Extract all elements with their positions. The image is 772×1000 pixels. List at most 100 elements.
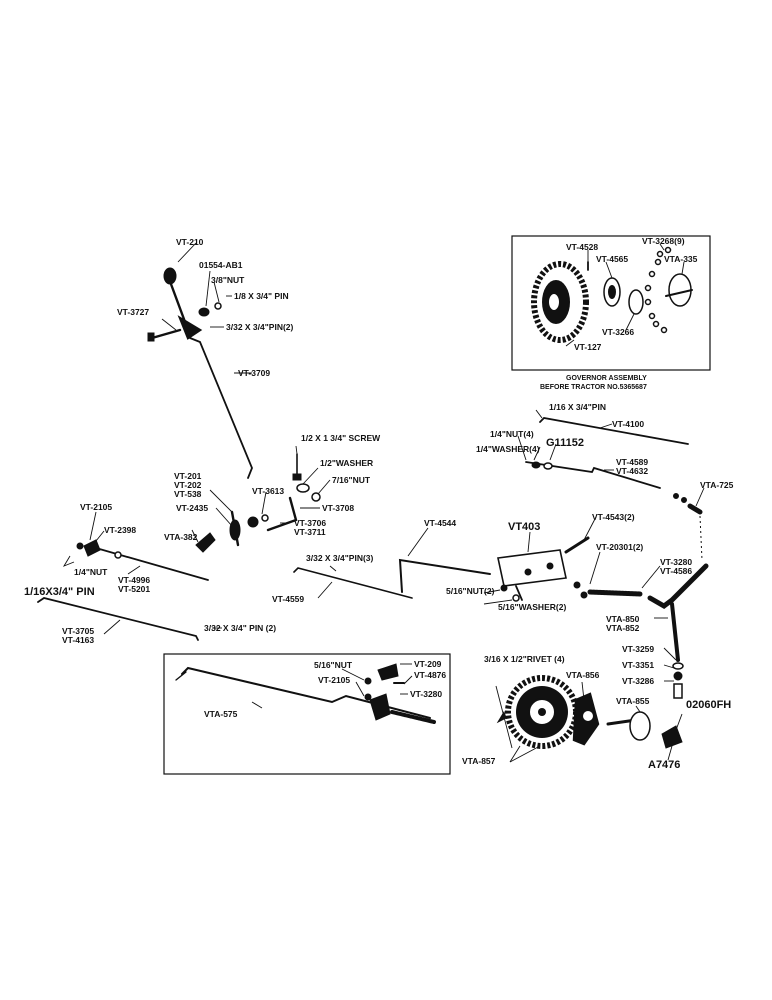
label-vt3351: VT-3351: [622, 660, 654, 670]
label-rivet: 3/16 X 1/2"RIVET (4): [484, 654, 565, 664]
label-gov-vt4528: VT-4528: [566, 242, 598, 252]
label-pin18: 1/8 X 3/4" PIN: [234, 291, 289, 301]
gov-balls: [644, 246, 672, 334]
label-vta852: VTA-852: [606, 623, 640, 633]
label-a7476: A7476: [648, 759, 680, 771]
label-vt2105a: VT-2105: [80, 502, 112, 512]
bolt-head: [147, 332, 155, 342]
weight-hole: [583, 711, 593, 721]
pin-vt2105-inset: [364, 693, 372, 701]
label-inset-vt3280: VT-3280: [410, 689, 442, 699]
dot-a: [673, 493, 679, 499]
gov-cup-shaft: [665, 289, 693, 297]
nut-5-16: [500, 584, 508, 592]
label-vt3280a: VT-3280: [660, 557, 692, 567]
dot-b: [681, 497, 687, 503]
spring-vt3280-inset: [390, 710, 436, 724]
governor-gear-group: [495, 675, 683, 763]
label-gov-caption1: GOVERNOR ASSEMBLY: [566, 375, 647, 382]
rod-vt3709: [189, 337, 253, 479]
spring-01554: [198, 307, 210, 317]
washer-half: [296, 483, 310, 493]
washer-vt3259: [672, 662, 684, 670]
label-vt3286: VT-3286: [622, 676, 654, 686]
plate-vt403-group: [483, 516, 661, 605]
label-vt4544: VT-4544: [424, 518, 456, 528]
label-vt3711: VT-3711: [294, 527, 326, 537]
nut-vt20301-b: [580, 591, 588, 599]
spring-vt3280: [587, 589, 643, 597]
label-pin332b: 3/32 X 3/4" PIN (2): [204, 623, 276, 633]
gov-star-vt3266: [628, 289, 644, 315]
label-nut38a: 3/8"NUT: [211, 275, 245, 285]
bushing-vt3351: [673, 671, 683, 681]
nut-vt20301-a: [573, 581, 581, 589]
bracket-vt209: [377, 663, 399, 681]
washer-vt3613: [261, 514, 269, 522]
label-vta855: VTA-855: [616, 696, 650, 706]
plate-stud: [515, 585, 523, 601]
label-vt5201: VT-5201: [118, 584, 150, 594]
lever-vta850: [647, 563, 709, 609]
label-vt3706: VT-3706: [294, 518, 326, 528]
label-vt3709: VT-3709: [238, 368, 270, 378]
rod-vt4996: [95, 547, 209, 581]
label-nut14: 1/4"NUT: [74, 567, 108, 577]
inset-governor: [511, 235, 711, 371]
rod-vt4544: [398, 558, 491, 593]
inset-frame: [163, 653, 451, 775]
label-02060: 02060FH: [686, 699, 731, 711]
label-gov-caption2: BEFORE TRACTOR NO.5365687: [540, 384, 647, 391]
label-pin116b: 1/16 X 3/4"PIN: [549, 402, 606, 412]
label-screw: 1/2 X 1 3/4" SCREW: [301, 433, 381, 443]
label-washer4: 1/4"WASHER(4): [476, 444, 540, 454]
label-nut516: 5/16"NUT(2): [446, 586, 495, 596]
washer-1-4-group: [543, 462, 553, 470]
rod-vt4100: [539, 417, 689, 445]
washer-5-16: [512, 594, 520, 602]
label-vt3727: VT-3727: [117, 307, 149, 317]
rod-vta575-end: [175, 671, 187, 681]
label-inset-nut: 5/16"NUT: [314, 660, 353, 670]
label-vta850: VTA-850: [606, 614, 640, 624]
label-inset-vt4876: VT-4876: [414, 670, 446, 680]
plate-hole-1: [524, 568, 532, 576]
label-pin332c: 3/32 X 3/4"PIN(3): [306, 553, 374, 563]
nut-1-4: [114, 551, 122, 559]
bellcrank-assembly: [191, 445, 331, 553]
rod-vt4996-group: [62, 511, 209, 581]
plate-hole-2: [546, 562, 554, 570]
sleeve-vt3286: [673, 683, 683, 699]
label-inset-vta575: VTA-575: [204, 709, 238, 719]
label-vt4589: VT-4589: [616, 457, 648, 467]
label-vt2398: VT-2398: [104, 525, 136, 535]
label-vta382: VTA-382: [164, 532, 198, 542]
nut-3-8: [214, 302, 222, 310]
nut-1-4-group: [531, 461, 541, 469]
label-gov-vta335: VTA-335: [664, 254, 698, 264]
label-gov-vt127: VT-127: [574, 342, 602, 352]
lever-knob: [163, 267, 177, 285]
bracket-vt3706: [266, 496, 298, 532]
cup-vta855: [629, 711, 651, 741]
label-vt2435: VT-2435: [176, 503, 208, 513]
label-g11152: G11152: [546, 437, 584, 449]
label-vt4163: VT-4163: [62, 635, 94, 645]
label-vta725: VTA-725: [700, 480, 734, 490]
label-vt3259: VT-3259: [622, 644, 654, 654]
label-vta857: VTA-857: [462, 756, 496, 766]
right-upper-rods: [517, 409, 705, 561]
plate-vt403: [497, 549, 567, 587]
label-gov-vt4565: VT-4565: [596, 254, 628, 264]
label-vt3613: VT-3613: [252, 486, 284, 496]
label-vt4543: VT-4543(2): [592, 512, 635, 522]
label-vt538: VT-538: [174, 489, 202, 499]
label-washer516: 5/16"WASHER(2): [498, 602, 566, 612]
pin-vta725: [687, 503, 703, 515]
label-nut4: 1/4"NUT(4): [490, 429, 534, 439]
gov-plate-center: [608, 285, 616, 299]
nut-7-16: [311, 492, 321, 502]
shaft-vta850: [670, 602, 680, 662]
rod-vt4589: [525, 461, 661, 489]
